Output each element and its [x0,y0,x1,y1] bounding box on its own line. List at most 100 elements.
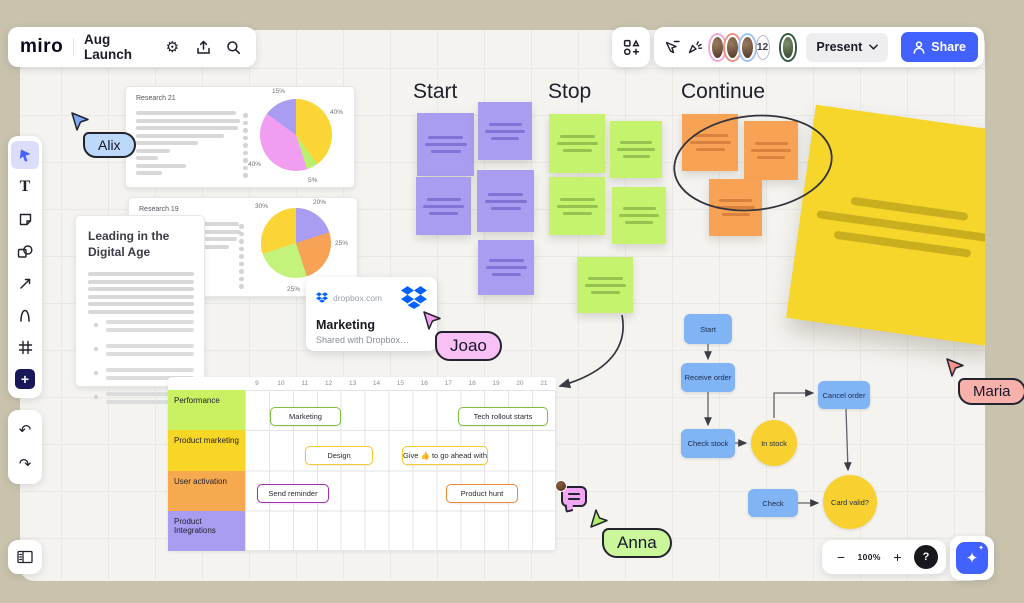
flow-node[interactable]: In stock [751,420,797,466]
sticky-text-line [491,136,519,140]
share-button[interactable]: Share [901,32,979,62]
sticky-note-green[interactable] [612,187,666,244]
sparkle-icon: ✦ [978,545,984,552]
big-sticky-note[interactable] [786,104,985,347]
sticky-text-line [754,142,788,145]
avatar-current-user[interactable] [780,34,796,60]
divider [73,38,74,56]
timeline-task[interactable]: Tech rollout starts [458,407,548,426]
bullet-dot [94,395,98,399]
timeline-row-label[interactable]: User activation [168,470,245,511]
redo-button[interactable]: ↷ [18,456,32,473]
avatar[interactable] [710,34,725,60]
timeline-row-label[interactable]: Product marketing [168,430,245,471]
panel-icon [17,550,33,564]
document-card[interactable]: Leading in the Digital Age [75,215,205,404]
present-label: Present [816,40,863,54]
timeline-task[interactable]: Product hunt [446,484,518,503]
frames-panel-toggle[interactable] [8,540,42,574]
column-heading-stop[interactable]: Stop [548,80,592,103]
sticky-text-line [719,199,752,202]
zoom-in-button[interactable]: + [893,549,902,565]
flow-edge [843,408,852,472]
timeline-row-label[interactable]: Product Integrations [168,510,245,551]
timeline-task[interactable]: Send reminder [257,484,329,503]
cursor-pointer-icon [590,509,608,528]
cursor-pointer-icon [71,112,89,131]
flow-node[interactable]: Start [684,314,732,344]
sticky-text-line [490,206,521,210]
sticky-note-purple[interactable] [478,102,532,160]
timeline-column-number: 16 [420,380,428,387]
frame-tool[interactable] [11,333,39,361]
sticky-note-orange[interactable] [682,114,738,171]
timeline-task[interactable]: Design [305,446,373,465]
cursor-pointer-icon [423,311,441,330]
pen-tool[interactable] [11,301,39,329]
plus-icon: + [15,369,35,389]
sticky-text-line [559,197,595,201]
sticky-note-green[interactable] [549,114,605,173]
sticky-note-orange[interactable] [709,179,762,236]
user-name-label: Alix [83,132,136,158]
sticky-note-purple[interactable] [477,170,534,232]
search-icon[interactable] [223,34,244,60]
pie-percent-label: 15% [272,88,286,95]
flow-node[interactable]: Card valid? [823,475,877,529]
shapes-tool[interactable] [11,237,39,265]
export-icon[interactable] [193,34,214,60]
dropbox-icon [316,292,328,303]
column-heading-continue[interactable]: Continue [681,80,766,103]
help-button[interactable]: ? [913,545,938,569]
sticky-note-green[interactable] [610,121,662,178]
avatar[interactable] [724,34,740,60]
settings-icon[interactable]: ⚙ [165,39,180,56]
avatar-overflow-count[interactable]: 12 [755,34,770,60]
sticky-note-orange[interactable] [744,121,798,180]
sticky-text-line [622,155,650,158]
sticky-note-green[interactable] [577,257,633,313]
reactions-icon[interactable] [687,34,703,60]
board-name[interactable]: Aug Launch [83,32,132,62]
whiteboard-canvas[interactable]: Research 21 40%5%40%15% Research 19 20%2… [20,30,985,581]
sticky-text-line [721,213,750,216]
research-card-21[interactable]: Research 21 40%5%40%15% [125,86,355,188]
avatar[interactable] [739,34,755,60]
sticky-text-line [430,150,461,153]
sticky-text-line [584,283,626,287]
timeline-task[interactable]: Give 👍 to go ahead with [402,446,488,465]
sticky-text-line [428,136,463,139]
sparkle-icon: ✦ [965,549,979,567]
timeline-column-number: 13 [348,380,357,387]
present-button[interactable]: Present [806,32,889,62]
ai-assist-button[interactable]: ✦ ✦ [956,542,988,574]
sticky-note-green[interactable] [549,177,605,235]
sticky-note-purple[interactable] [417,113,474,176]
sticky-note-purple[interactable] [478,240,534,295]
zoom-out-button[interactable]: − [836,549,846,565]
timeline-task[interactable]: Marketing [270,407,341,426]
flow-node[interactable]: Check stock [681,429,735,458]
column-heading-start[interactable]: Start [413,80,458,103]
bullet-dots [243,113,248,181]
sticky-note-tool[interactable] [11,205,39,233]
flow-node[interactable]: Check [748,489,798,517]
undo-button[interactable]: ↶ [18,422,32,439]
sticky-note-purple[interactable] [416,177,471,235]
comment-thread-icon[interactable] [555,480,587,514]
flow-node[interactable]: Receive order [681,363,735,392]
select-tool[interactable] [11,141,39,169]
more-tools-button[interactable]: + [11,365,39,393]
follow-cursor-icon[interactable] [664,34,680,60]
research-card-title: Research 19 [139,206,179,213]
pie-percent-label: 25% [287,286,301,293]
timeline-row-label[interactable]: Performance [168,390,245,431]
connection-line-tool[interactable] [11,269,39,297]
person-icon [913,40,925,54]
zoom-level[interactable]: 100% [857,552,881,562]
text-tool[interactable]: T [19,178,31,195]
dropbox-file-subtitle: Shared with Dropbox… [316,335,410,345]
templates-card[interactable] [612,27,650,67]
dropbox-embed-card[interactable]: dropbox.com Marketing Shared with Dropbo… [306,277,437,351]
flow-node[interactable]: Cancel order [818,381,870,409]
